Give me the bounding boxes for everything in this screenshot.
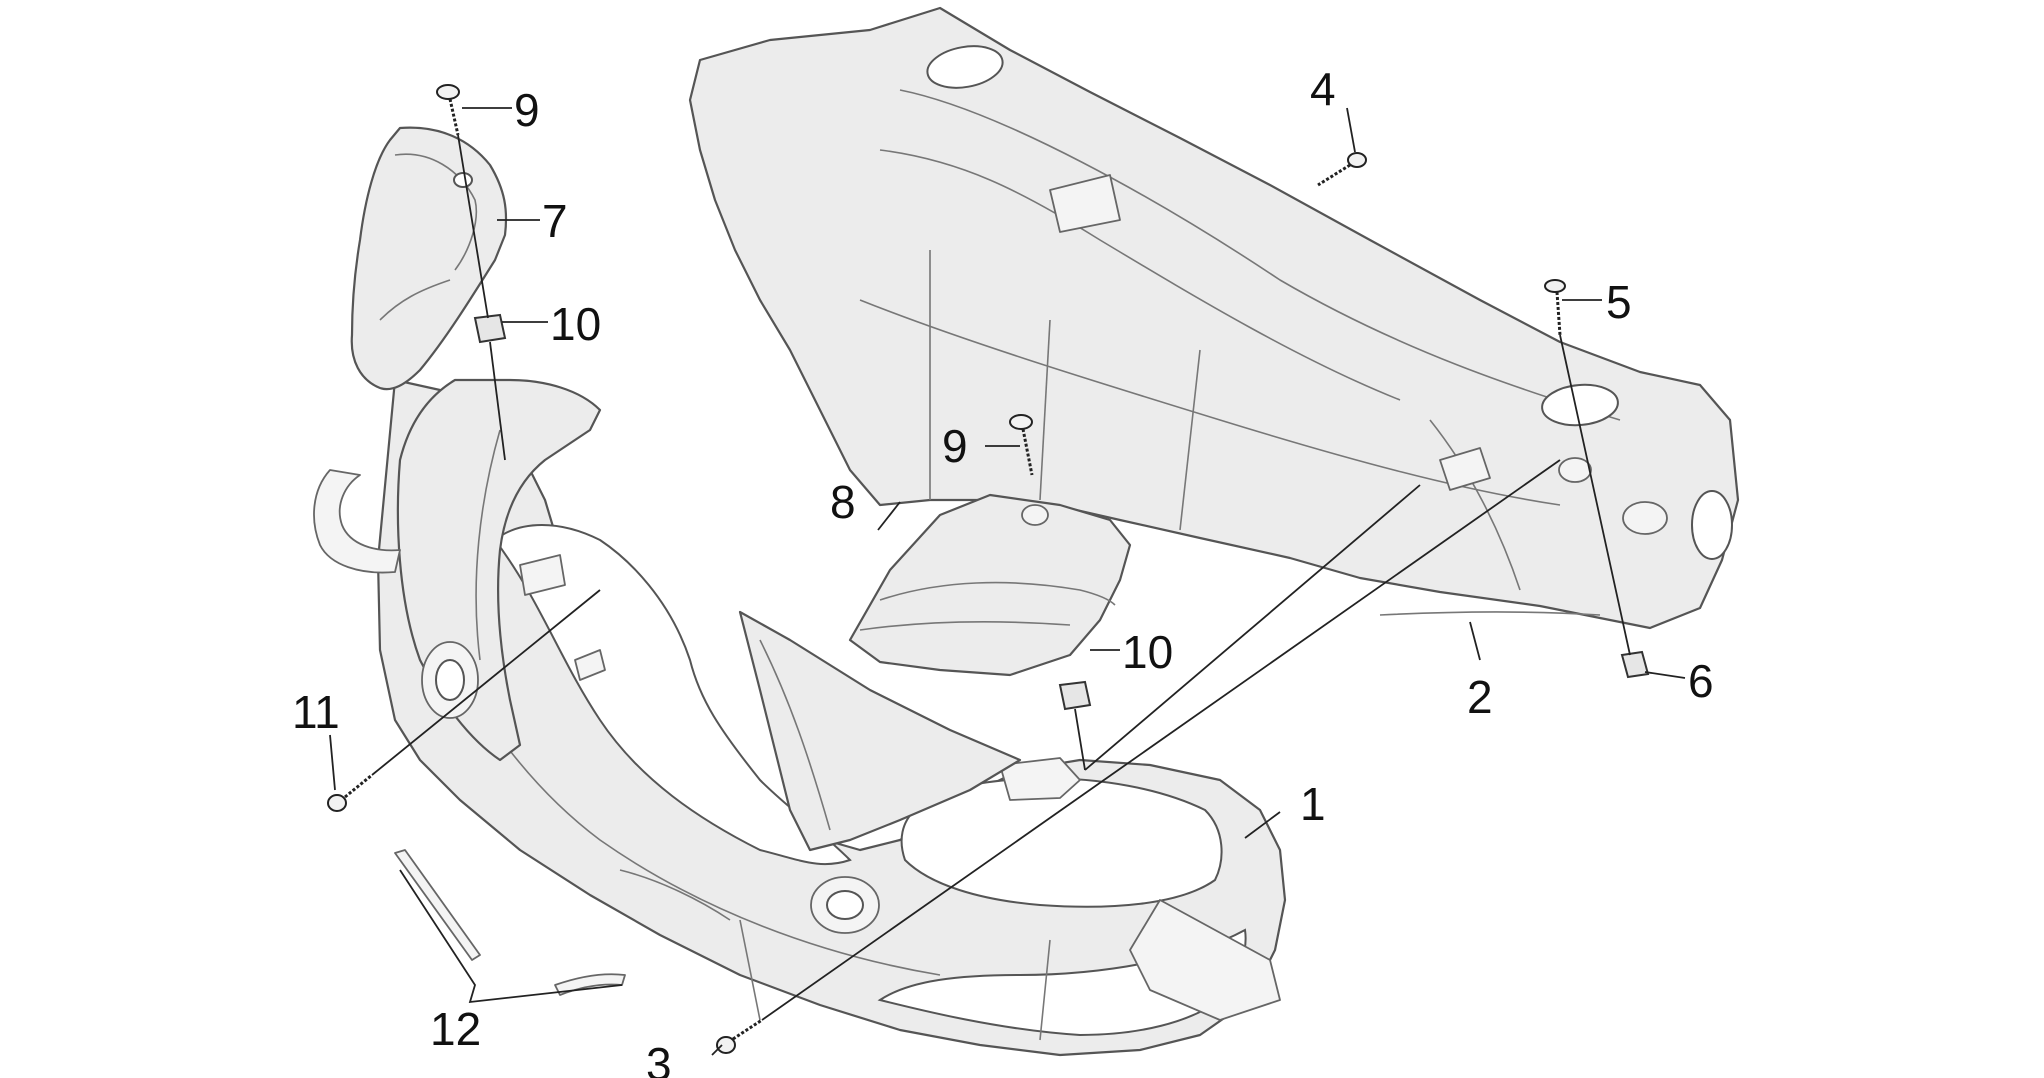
front-headlight-cover	[376, 378, 1287, 1057]
callout-9-top: 9	[514, 84, 540, 136]
callout-5: 5	[1606, 276, 1632, 328]
clip-6	[1620, 650, 1650, 679]
callout-1: 1	[1300, 778, 1326, 830]
callout-10-center: 10	[1122, 626, 1173, 678]
screw-9-center	[1009, 414, 1034, 476]
screw-9-top-left	[436, 84, 460, 136]
clip-10-left	[473, 313, 507, 344]
callout-7: 7	[542, 195, 568, 247]
screw-11	[327, 773, 373, 812]
callout-6: 6	[1688, 655, 1714, 707]
callout-10-left: 10	[550, 298, 601, 350]
screw-5	[1544, 279, 1566, 336]
callout-11: 11	[292, 686, 340, 738]
center-cap	[848, 493, 1132, 677]
callout-3: 3	[646, 1038, 672, 1078]
center-shield-panel	[738, 610, 1022, 852]
left-side-panel	[313, 378, 606, 762]
clip-10-center	[1058, 680, 1092, 711]
callout-8: 8	[830, 476, 856, 528]
callout-2: 2	[1467, 671, 1493, 723]
callout-12: 12	[430, 1003, 481, 1055]
screw-3	[716, 1018, 763, 1054]
left-lens-cover	[350, 126, 508, 391]
callout-leaders	[329, 107, 1686, 1056]
callout-9-center: 9	[942, 420, 968, 472]
rear-handlebar-cover	[688, 6, 1740, 630]
callout-4: 4	[1310, 63, 1336, 115]
assembly-lines	[371, 134, 1631, 1021]
screw-4	[1317, 152, 1367, 187]
